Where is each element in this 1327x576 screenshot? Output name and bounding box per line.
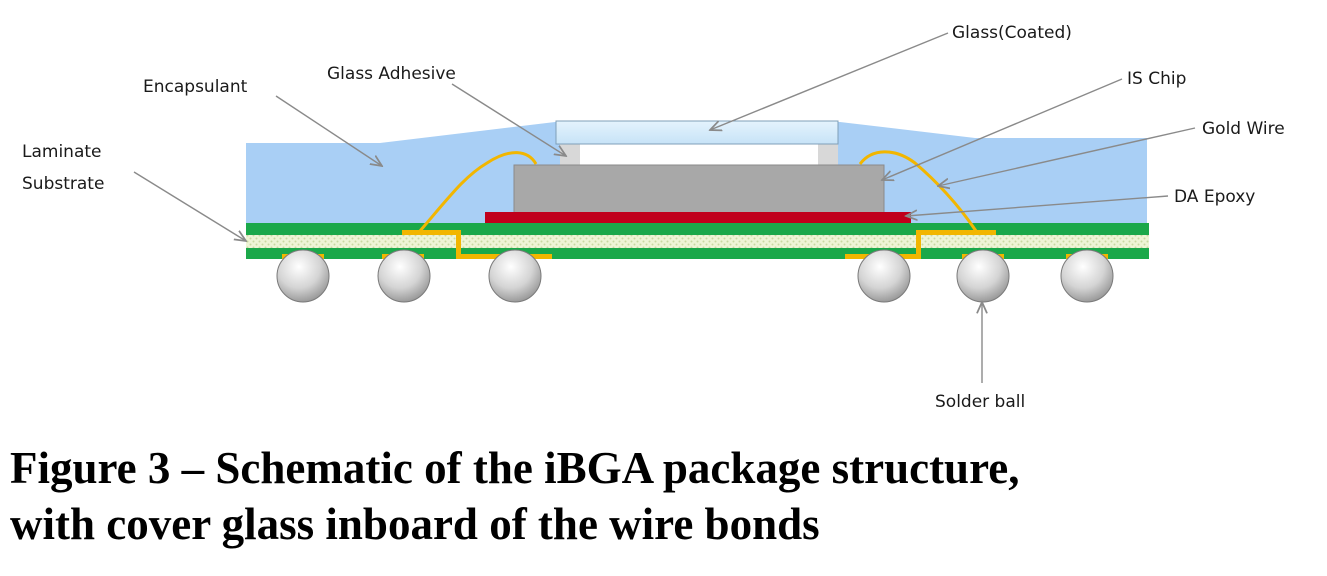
substrate-core: [246, 235, 1149, 248]
gold-wire-left: [418, 151, 538, 232]
label-solder-ball: Solder ball: [935, 392, 1025, 412]
label-is-chip: IS Chip: [1127, 69, 1186, 89]
ibga-package-diagram: Glass(Coated) IS Chip Encapsulant Glass …: [22, 23, 1285, 412]
leader-da-epoxy: [906, 195, 1169, 216]
label-gold-wire: Gold Wire: [1202, 119, 1285, 139]
top-trace-left: [402, 230, 460, 235]
label-laminate-line1: Laminate: [22, 142, 102, 162]
top-trace-right: [916, 230, 996, 235]
caption-line-1: Figure 3 – Schematic of the iBGA package…: [10, 443, 1020, 493]
is-chip: [513, 164, 885, 214]
figure-caption: Figure 3 – Schematic of the iBGA package…: [10, 440, 1310, 552]
via-right: [916, 230, 921, 259]
leader-gold-wire: [938, 127, 1196, 186]
cover-glass: [555, 120, 839, 145]
label-laminate-line2: Substrate: [22, 174, 104, 194]
label-glass-adhesive: Glass Adhesive: [327, 64, 456, 84]
da-epoxy: [485, 212, 911, 223]
solder-ball-3: [488, 249, 542, 303]
substrate-bottom-layer: [246, 248, 1149, 259]
solder-ball-5: [956, 249, 1010, 303]
via-left: [456, 230, 461, 259]
solder-ball-4: [857, 249, 911, 303]
leader-glass-adhesive: [451, 83, 566, 156]
solder-ball-2: [377, 249, 431, 303]
leader-laminate-substrate: [133, 171, 246, 241]
label-da-epoxy: DA Epoxy: [1174, 187, 1255, 207]
label-encapsulant: Encapsulant: [143, 77, 248, 97]
caption-line-2: with cover glass inboard of the wire bon…: [10, 499, 820, 549]
leader-is-chip: [882, 78, 1123, 180]
leader-encapsulant: [275, 95, 382, 166]
gold-wire-right: [858, 150, 978, 232]
label-glass-coated: Glass(Coated): [952, 23, 1072, 43]
substrate-top-layer: [246, 223, 1149, 235]
solder-ball-1: [276, 249, 330, 303]
glass-cavity: [580, 143, 818, 165]
leader-glass-coated: [710, 32, 949, 130]
solder-ball-6: [1060, 249, 1114, 303]
glass-adhesive-right: [818, 143, 838, 165]
